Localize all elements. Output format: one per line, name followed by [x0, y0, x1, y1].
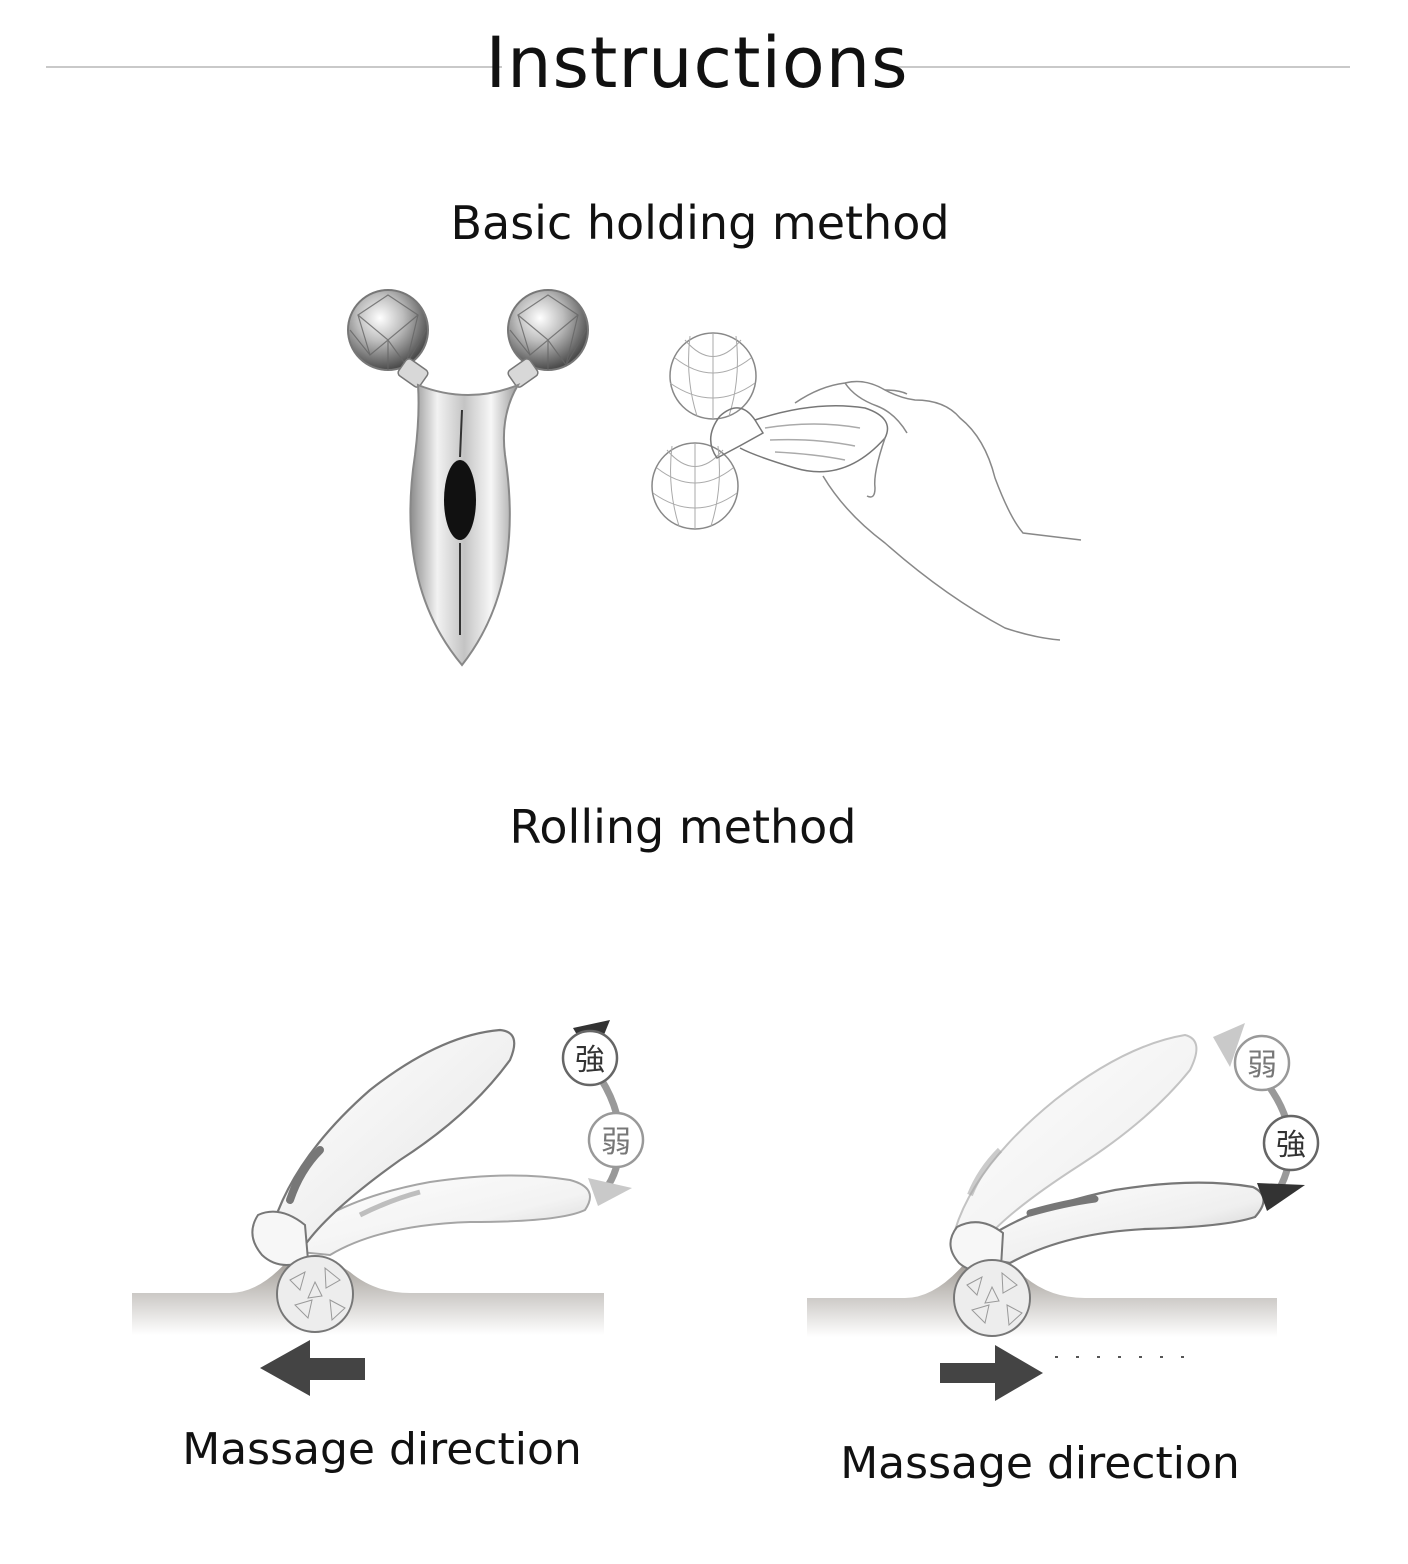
weak-label-badge: 弱	[587, 1111, 645, 1169]
strong-label-badge: 強	[1262, 1114, 1320, 1172]
arrow-right-icon	[940, 1345, 1043, 1401]
svg-text:強: 強	[1276, 1128, 1306, 1163]
weak-label-badge: 弱	[1233, 1034, 1291, 1092]
rolling-section-title: Rolling method	[509, 800, 857, 854]
holding-section-title: Basic holding method	[450, 196, 950, 250]
svg-text:弱: 弱	[601, 1125, 631, 1160]
page-title: Instructions	[485, 22, 909, 104]
strong-label-badge: 強	[561, 1029, 619, 1087]
rolling-diagram-push: 弱 強	[807, 1023, 1320, 1401]
rolling-diagram-pull: 強 弱	[132, 1020, 645, 1396]
skin-surface	[807, 1263, 1277, 1337]
left-massage-direction-caption: Massage direction	[182, 1424, 582, 1475]
header-divider-right	[892, 66, 1350, 68]
roller-product-illustration	[347, 289, 589, 667]
header-divider-left	[46, 66, 502, 68]
hand-holding-roller-illustration	[651, 332, 1082, 641]
skin-surface	[132, 1258, 604, 1335]
svg-text:強: 強	[575, 1043, 605, 1078]
svg-text:弱: 弱	[1247, 1048, 1277, 1083]
right-massage-direction-caption: Massage direction	[840, 1438, 1240, 1489]
